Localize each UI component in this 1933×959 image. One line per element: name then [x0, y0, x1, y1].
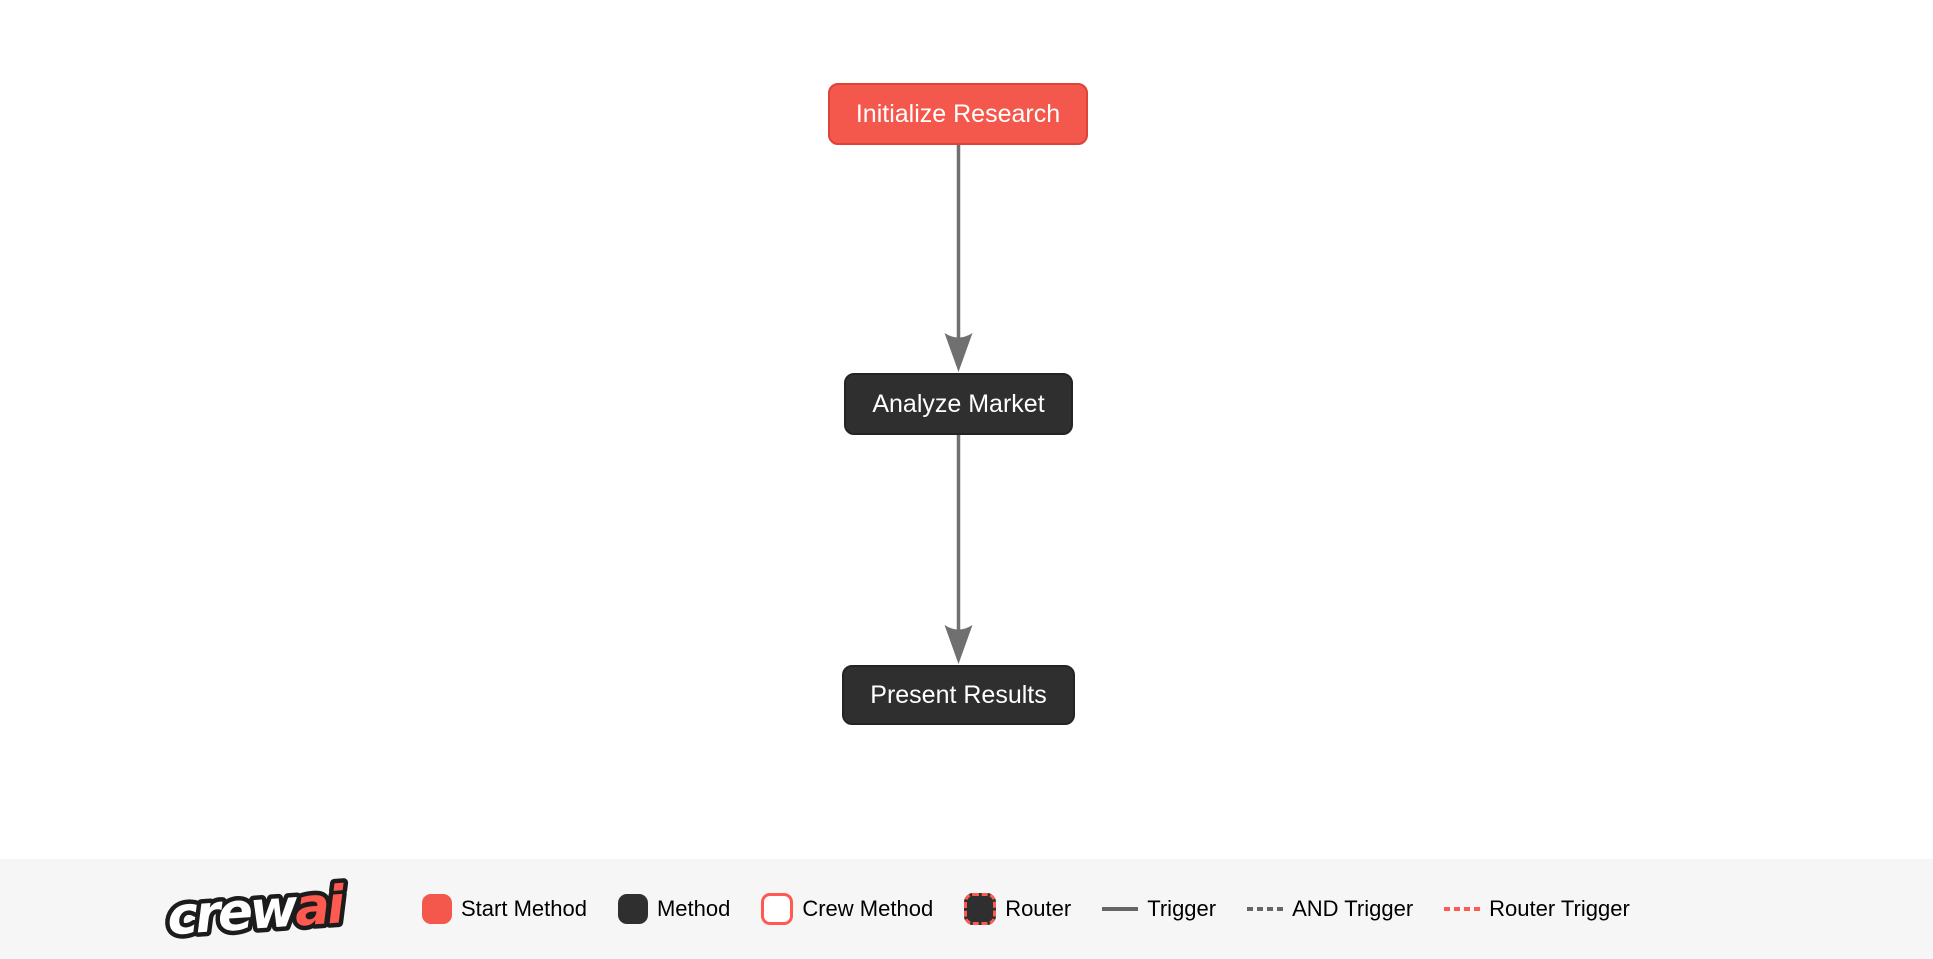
legend-label: Method	[656, 896, 731, 921]
legend-label: Trigger	[1147, 896, 1217, 921]
method-swatch-icon	[617, 894, 648, 924]
crewai-logo-icon: crewai	[161, 870, 353, 951]
legend-item-crew-method: Crew Method	[761, 893, 933, 925]
legend-item-method: Method	[617, 894, 731, 924]
node-label: Analyze Market	[872, 389, 1045, 418]
legend-item-router: Router	[964, 893, 1071, 925]
and-trigger-line-icon	[1247, 907, 1284, 911]
svg-text:crewai: crewai	[165, 875, 348, 947]
legend-bar: crewai Start Method Method Crew Method R…	[0, 859, 1933, 959]
router-trigger-line-icon	[1444, 907, 1481, 911]
start-method-swatch-icon	[422, 894, 452, 924]
node-analyze-market[interactable]: Analyze Market	[844, 373, 1073, 435]
edge-layer	[944, 144, 973, 664]
arrowhead-icon	[944, 333, 973, 372]
trigger-line-icon	[1102, 907, 1139, 911]
legend-label: Crew Method	[802, 896, 934, 921]
legend-label: Router	[1005, 896, 1072, 921]
legend-label: Start Method	[461, 896, 587, 921]
node-label: Present Results	[870, 680, 1047, 709]
edge-analyze-to-present	[944, 434, 973, 664]
legend-item-and-trigger: AND Trigger	[1247, 896, 1413, 922]
legend-label: AND Trigger	[1292, 896, 1414, 921]
flow-canvas[interactable]: Initialize Research Analyze Market Prese…	[0, 0, 1933, 859]
edge-initialize-to-analyze	[944, 144, 973, 372]
legend-item-router-trigger: Router Trigger	[1444, 896, 1630, 922]
logo-ai-text: ai	[293, 875, 348, 938]
arrowhead-icon	[944, 625, 973, 664]
router-swatch-icon	[964, 893, 997, 925]
crew-method-swatch-icon	[761, 893, 794, 925]
legend-label: Router Trigger	[1489, 896, 1630, 921]
logo-crew-text: crew	[165, 878, 301, 947]
node-present-results[interactable]: Present Results	[842, 665, 1075, 725]
node-initialize-research[interactable]: Initialize Research	[828, 83, 1088, 145]
legend-item-trigger: Trigger	[1102, 896, 1216, 922]
legend-item-start-method: Start Method	[422, 894, 587, 924]
crewai-logo: crewai	[161, 863, 390, 955]
node-label: Initialize Research	[855, 99, 1061, 128]
